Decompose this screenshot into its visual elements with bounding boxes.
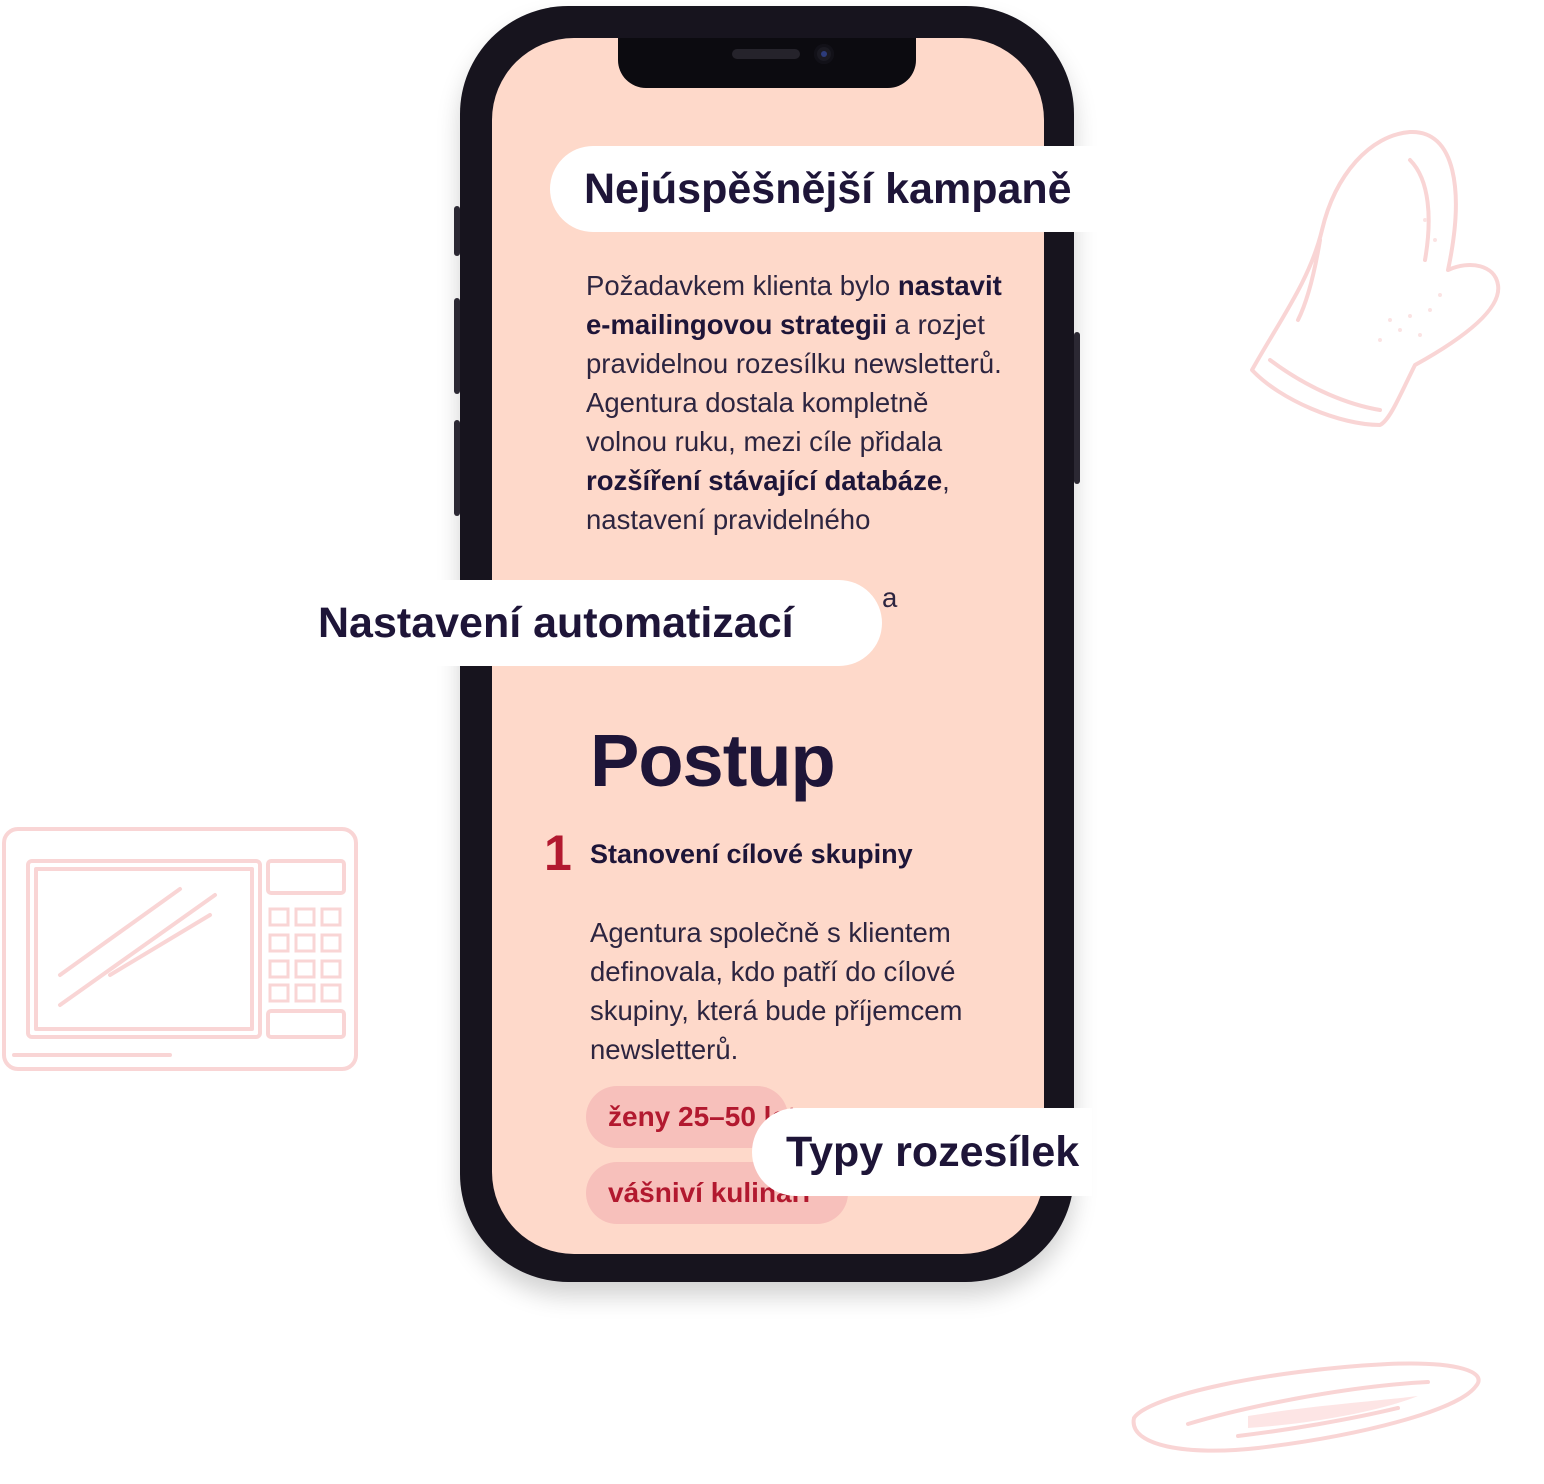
intro-paragraph: Požadavkem klienta bylo nastavit e-maili… <box>586 266 1006 613</box>
plate-icon <box>1128 1356 1484 1466</box>
intro-text-2: a rozjet pravidelnou rozesílku newslette… <box>586 309 1002 457</box>
intro-text-3: , nastavení pravidelného <box>586 465 950 535</box>
intro-text-4: a <box>882 582 898 613</box>
step-title: Stanovení cílové skupiny <box>590 839 913 869</box>
step-description: Agentura společně s klientem definovala,… <box>590 917 963 1065</box>
step-number: 1 <box>544 825 572 881</box>
volume-up-button <box>454 298 460 394</box>
power-button <box>1074 332 1080 484</box>
oven-mitt-icon <box>1240 120 1510 440</box>
label-campaigns: Nejúspěšnější kampaně <box>550 146 1110 232</box>
camera-icon <box>814 44 834 64</box>
label-mailing-types: Typy rozesílek <box>752 1108 1092 1196</box>
speaker-grille <box>732 49 800 59</box>
section-title: Postup <box>590 719 836 802</box>
intro-text-1: Požadavkem klienta bylo <box>586 270 898 301</box>
label-automation: Nastavení automatizací <box>300 580 882 666</box>
silent-switch <box>454 206 460 256</box>
phone-notch <box>618 38 916 88</box>
intro-bold-1: nastavit e-mailingovou strategii <box>586 270 1002 340</box>
microwave-icon <box>0 825 362 1075</box>
intro-bold-2: rozšíření stávající databáze <box>586 465 943 496</box>
volume-down-button <box>454 420 460 516</box>
